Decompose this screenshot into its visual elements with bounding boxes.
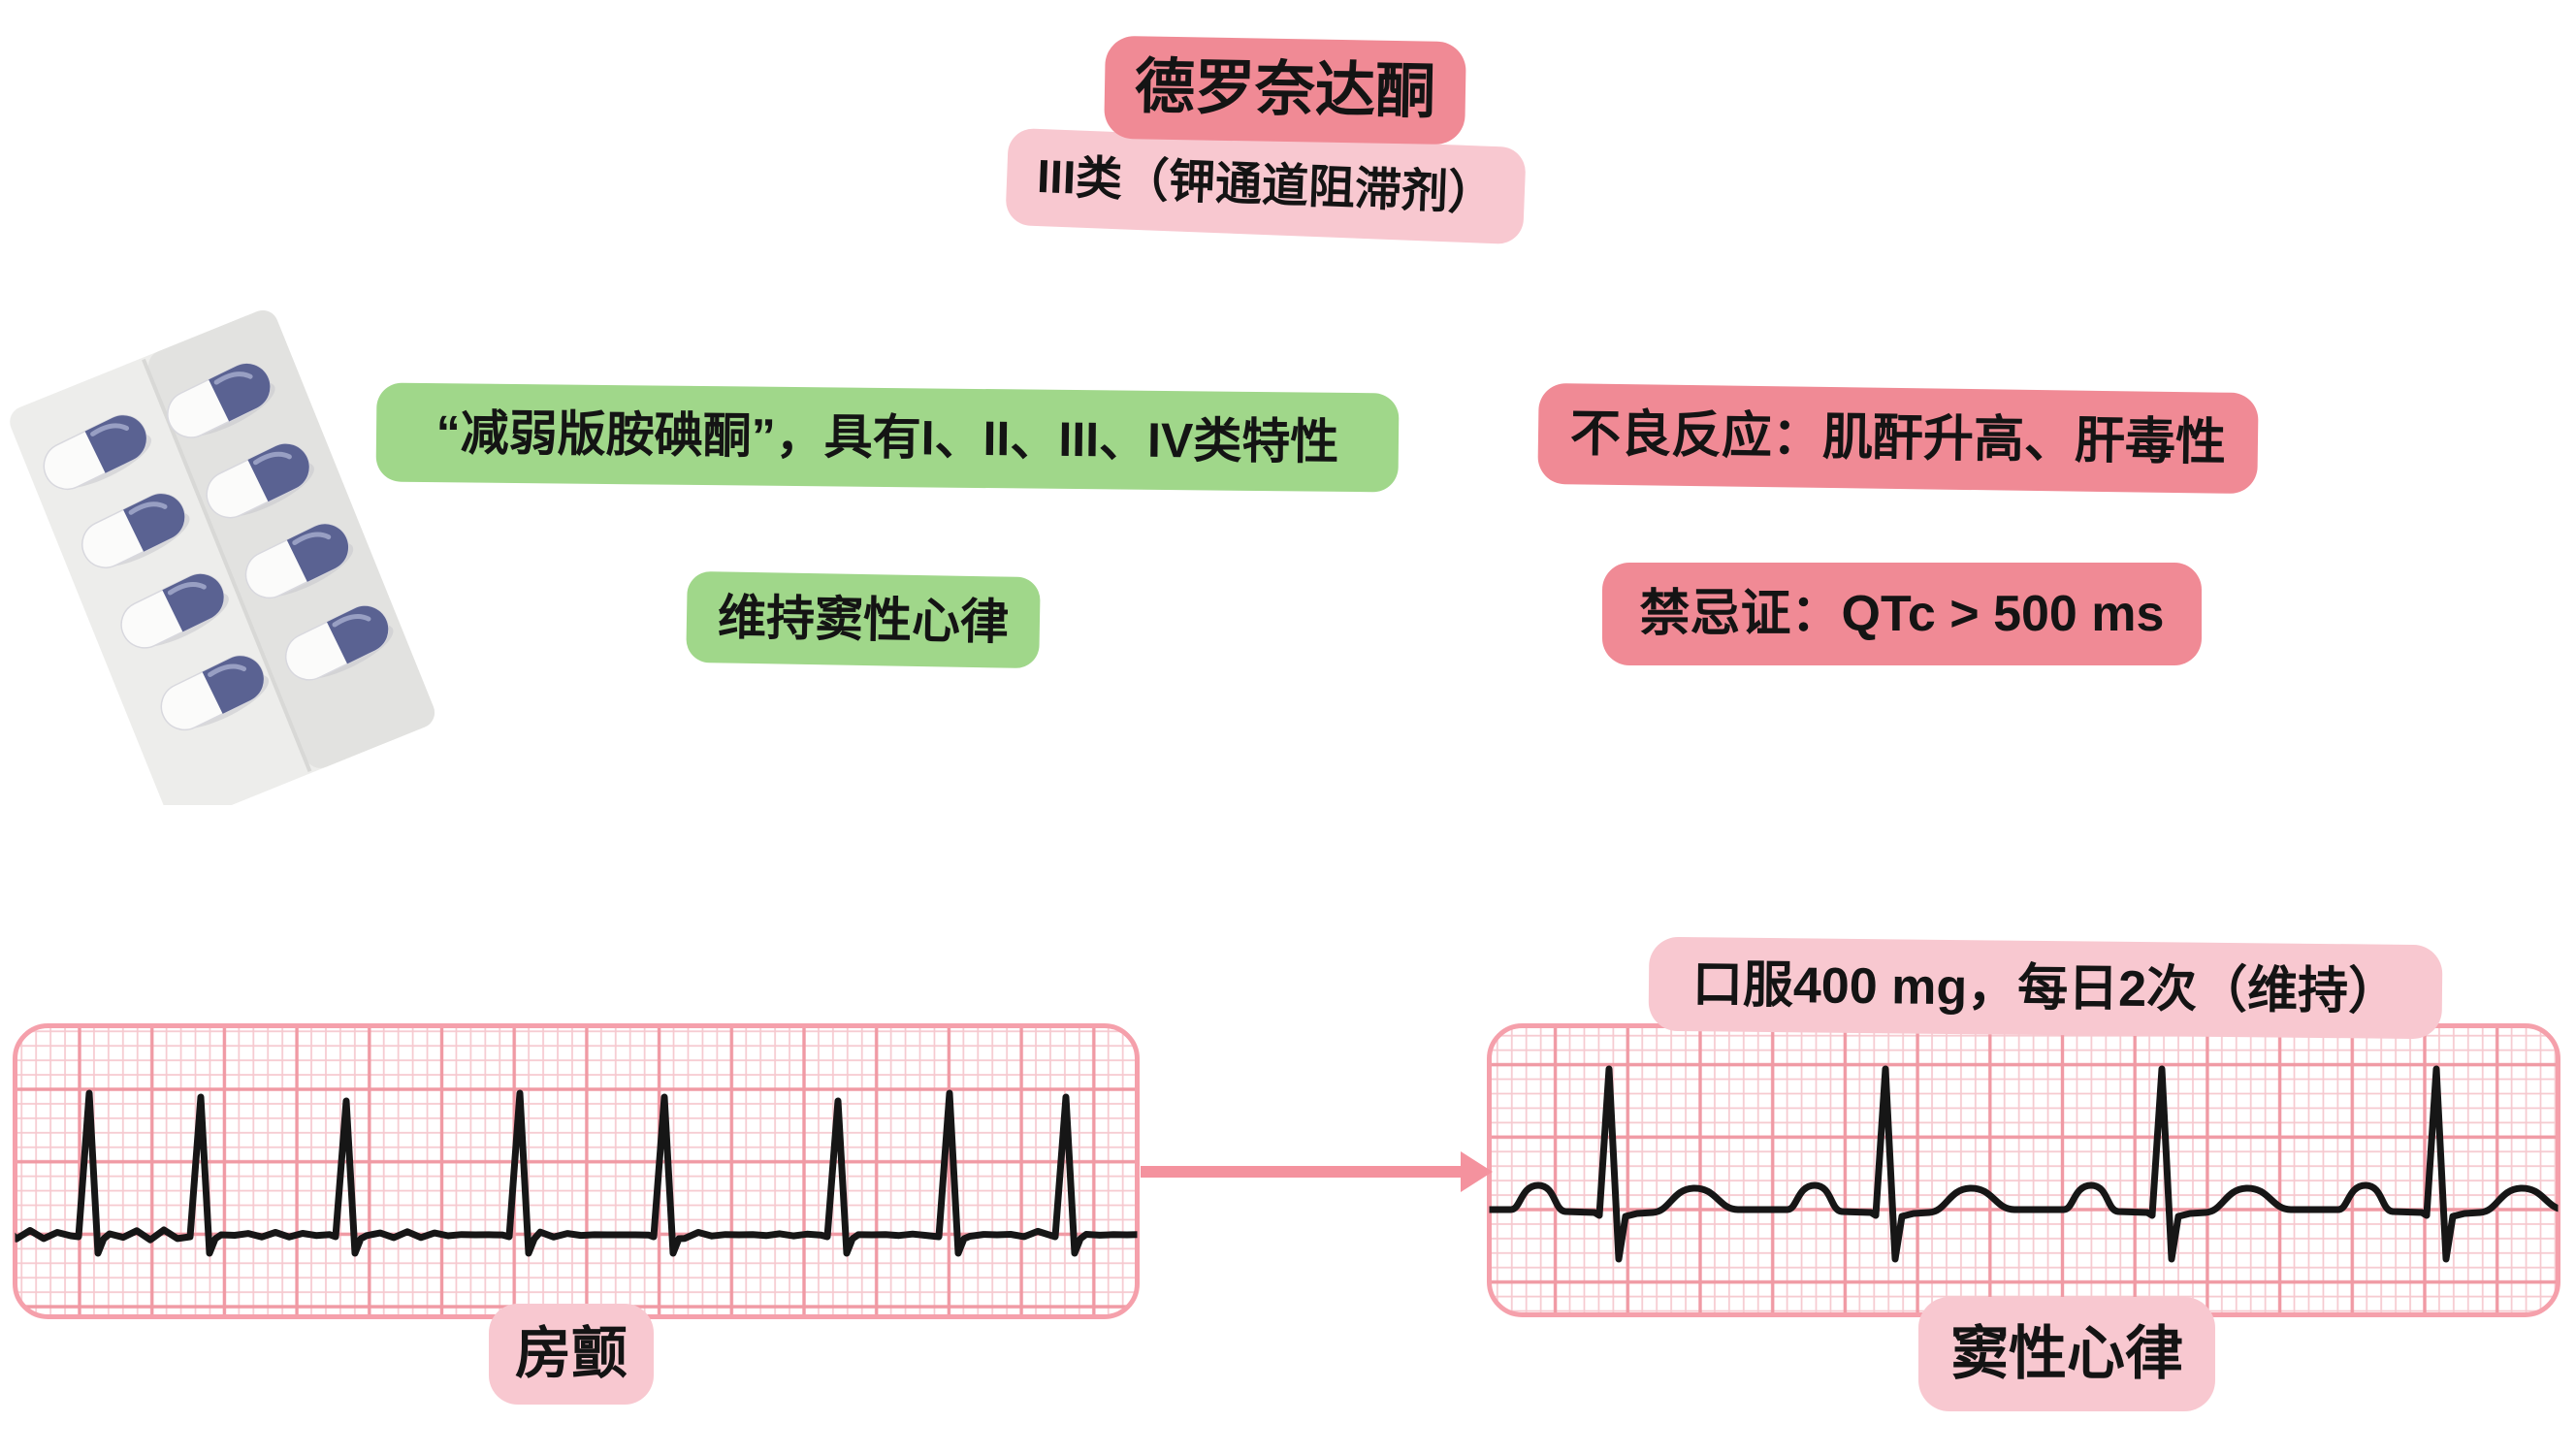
indication-note: 维持窦性心律 (717, 590, 1010, 650)
contraindication-note: 禁忌证：QTc > 500 ms (1639, 586, 2165, 642)
ecg-waveform-afib (15, 1089, 1138, 1257)
adverse-effects-note: 不良反应：肌酐升高、肝毒性 (1569, 405, 2227, 471)
dosage-box: 口服400 mg，每日2次（维持） (1648, 936, 2443, 1040)
afib-label-box: 房颤 (489, 1304, 654, 1405)
drug-class-box: III类（钾通道阻滞剂） (1005, 127, 1527, 245)
pill-blister-pack-icon (10, 310, 435, 805)
sinus-label: 窦性心律 (1950, 1321, 2183, 1386)
sinus-label-box: 窦性心律 (1918, 1297, 2215, 1411)
mechanism-note: “减弱版胺碘酮”，具有I、II、III、IV类特性 (435, 405, 1339, 469)
ecg-afib-panel (13, 1023, 1140, 1324)
adverse-effects-box: 不良反应：肌酐升高、肝毒性 (1537, 382, 2259, 495)
transition-arrow-icon (1141, 1151, 1493, 1192)
afib-label: 房颤 (514, 1322, 628, 1385)
drug-title-box: 德罗奈达酮 (1104, 35, 1466, 146)
ecg-waveform-sinus (1489, 1065, 2559, 1263)
mechanism-note-box: “减弱版胺碘酮”，具有I、II、III、IV类特性 (375, 382, 1400, 493)
drug-title: 德罗奈达酮 (1134, 53, 1436, 126)
indication-note-box: 维持窦性心律 (686, 570, 1041, 669)
dosage-note: 口服400 mg，每日2次（维持） (1691, 955, 2399, 1020)
drug-class: III类（钾通道阻滞剂） (1036, 150, 1496, 221)
contraindication-box: 禁忌证：QTc > 500 ms (1602, 563, 2202, 665)
ecg-sinus-panel (1487, 1023, 2560, 1322)
